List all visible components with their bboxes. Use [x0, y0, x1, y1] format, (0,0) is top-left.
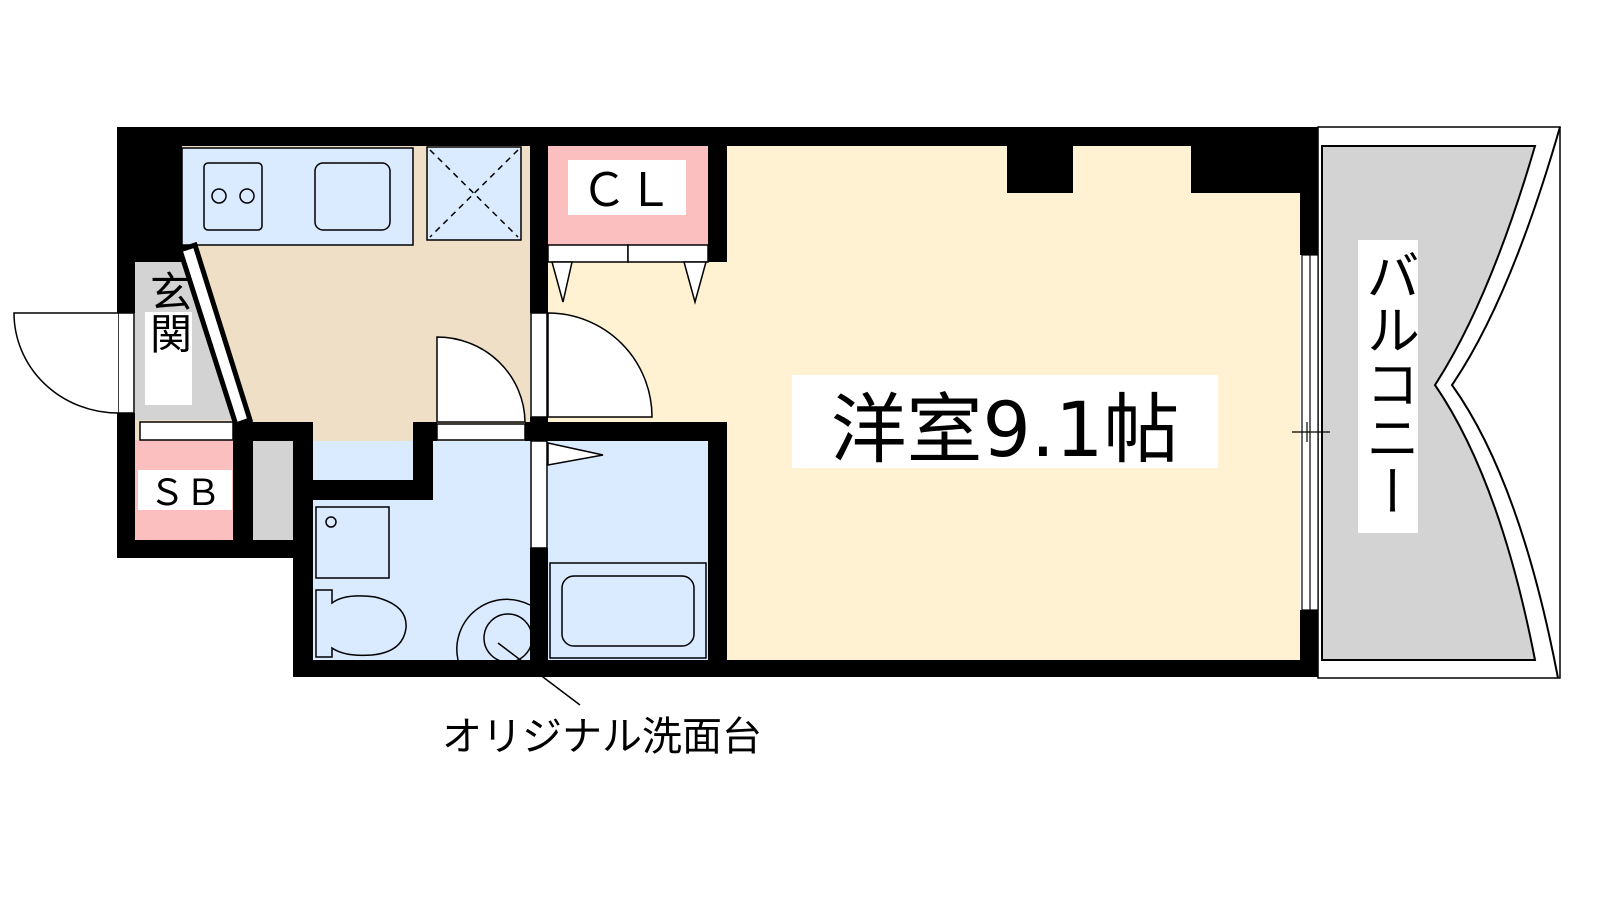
- entrance-partition: [176, 241, 254, 429]
- fridge-space: [426, 146, 522, 241]
- room-door[interactable]: [530, 312, 653, 418]
- vanity-leader-line: [497, 642, 581, 706]
- washroom-fixtures: [315, 506, 533, 663]
- entrance-step: [139, 421, 234, 441]
- shoe-box-label: ＳＢ: [149, 473, 221, 514]
- closet-label: ＣＬ: [581, 163, 673, 217]
- closet-doors: [547, 244, 709, 305]
- bathroom-door[interactable]: [530, 440, 604, 549]
- balcony-label: バルコニー: [1357, 248, 1420, 518]
- washroom-door[interactable]: [436, 336, 526, 441]
- bathtub: [549, 562, 707, 659]
- walls: [117, 127, 1318, 677]
- main-room-label: 洋室9.1帖: [831, 385, 1180, 474]
- balcony-window[interactable]: [1292, 254, 1330, 611]
- balcony: [1317, 126, 1561, 679]
- entry-door[interactable]: [13, 312, 135, 414]
- entrance-label: 玄関: [144, 270, 193, 354]
- vanity-note: オリジナル洗面台: [442, 714, 762, 760]
- kitchen-counter: [181, 147, 414, 246]
- storage-gray: [253, 440, 293, 540]
